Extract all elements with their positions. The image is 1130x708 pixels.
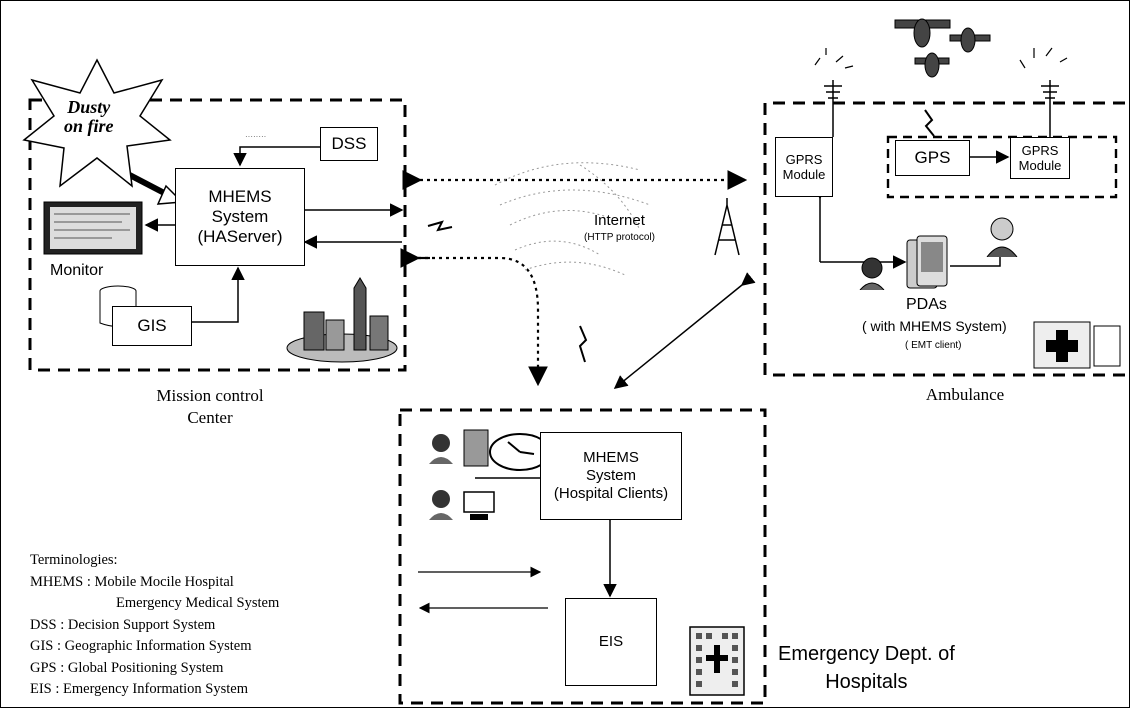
- signal-sparks: [814, 47, 1068, 69]
- eis-label: EIS: [598, 633, 624, 651]
- internet-protocol-label: (HTTP protocol): [584, 232, 655, 243]
- gps-box: GPS: [895, 140, 970, 176]
- gis-box: GIS: [112, 306, 192, 346]
- hospital-server-box: MHEMS System (Hospital Clients): [540, 432, 682, 520]
- hospital-staff-icon-1: [428, 432, 454, 464]
- term-abbr: MHEMS: [30, 573, 84, 590]
- term-def: Decision Support System: [67, 616, 216, 633]
- mission-server-line2: System: [211, 206, 269, 226]
- terminology-item: Emergency Medical System: [30, 593, 279, 615]
- gprs-module-left: GPRS Module: [775, 137, 833, 197]
- wireless-signal-mid: [578, 325, 588, 363]
- hospital-clock-terminal-icon: [462, 426, 552, 476]
- pda-subtitle: ( with MHEMS System): [862, 318, 1007, 334]
- patient-avatar-icon: [858, 256, 886, 291]
- city-icon: [284, 276, 400, 366]
- star-line-2: on fire: [64, 115, 114, 136]
- mission-caption: Mission control Center: [130, 385, 290, 429]
- terminology-item: DSS : Decision Support System: [30, 616, 216, 633]
- pda-title: PDAs: [906, 296, 947, 313]
- hospital-server-line3: (Hospital Clients): [553, 484, 669, 502]
- antenna-right: [1041, 80, 1059, 137]
- mission-caption-line1: Mission control: [156, 386, 264, 405]
- antenna-left: [824, 80, 842, 137]
- mission-control-region: [28, 98, 407, 372]
- hospital-caption-line1: Emergency Dept. of: [778, 643, 955, 665]
- internet-label: Internet: [594, 212, 645, 229]
- term-def: Global Positioning System: [67, 659, 224, 676]
- dss-link-note: ········: [245, 132, 267, 141]
- dss-label: DSS: [331, 133, 367, 153]
- incident-star-badge: Dusty on fire: [22, 58, 172, 188]
- gprs-right-line2: Module: [1018, 158, 1062, 173]
- radio-tower-icon: [714, 198, 740, 256]
- hospital-caption: Emergency Dept. of Hospitals: [778, 640, 955, 696]
- ambulance-caption: Ambulance: [925, 385, 1005, 404]
- internet-link-mid: [418, 256, 548, 387]
- gps-label: GPS: [914, 147, 951, 167]
- term-def: Emergency Information System: [63, 681, 248, 697]
- wireless-signal-left: [427, 220, 453, 232]
- ambulance-vehicle-icon: [1030, 318, 1125, 373]
- hospital-server-line2: System: [585, 467, 636, 485]
- monitor-icon: [42, 200, 144, 260]
- mission-caption-line2: Center: [187, 408, 233, 427]
- hospital-computer-icon: [462, 490, 496, 522]
- gis-to-server-line: [192, 266, 245, 323]
- hospital-server-line1: MHEMS: [583, 449, 639, 467]
- term-abbr: GIS: [30, 638, 54, 654]
- terminology-item: GIS : Geographic Information System: [30, 638, 252, 654]
- gps-subregion: [886, 135, 1118, 199]
- dss-to-server-line: [233, 146, 320, 167]
- emt-to-pda-line: [950, 257, 1001, 267]
- hospital-staff-icon-2: [428, 488, 454, 520]
- term-abbr: GPS: [30, 659, 57, 676]
- gprs-right-line1: GPRS: [1021, 142, 1059, 158]
- term-def: Emergency Medical System: [116, 595, 280, 611]
- terminology-item: MHEMS : Mobile Mocile Hospital: [30, 573, 234, 590]
- wireless-signal-gps: [924, 109, 935, 137]
- term-def: Geographic Information System: [64, 638, 252, 654]
- satellite-icons: [894, 18, 991, 78]
- internet-cloud: [494, 162, 651, 276]
- ambulance-to-hospital-link: [613, 272, 756, 389]
- gprs-left-line2: Module: [782, 167, 826, 182]
- hospital-region: [398, 408, 767, 705]
- gprs-left-line1: GPRS: [785, 151, 823, 167]
- terminology-title: Terminologies:: [30, 552, 118, 568]
- term-abbr: EIS: [30, 681, 52, 697]
- emt-avatar-icon: [985, 215, 1019, 258]
- hospital-caption-line2: Hospitals: [825, 671, 908, 693]
- mission-server-line3: (HAServer): [197, 227, 283, 247]
- pda-icon: [905, 234, 951, 292]
- term-abbr: DSS: [30, 616, 57, 633]
- eis-box: EIS: [565, 598, 657, 686]
- hospital-building-icon: [688, 625, 746, 697]
- dss-box: DSS: [320, 127, 378, 161]
- mission-server-box: MHEMS System (HAServer): [175, 168, 305, 266]
- monitor-label: Monitor: [50, 262, 104, 279]
- pda-role: ( EMT client): [905, 340, 962, 351]
- mission-server-line1: MHEMS: [208, 186, 272, 206]
- star-line-1: Dusty: [67, 97, 111, 117]
- gprs-module-right: GPRS Module: [1010, 137, 1070, 179]
- terminology-item: EIS : Emergency Information System: [30, 681, 248, 697]
- ambulance-region: [763, 101, 1125, 377]
- gis-label: GIS: [137, 315, 167, 335]
- term-def: Mobile Mocile Hospital: [94, 573, 234, 590]
- terminology-list: Terminologies: MHEMS : Mobile Mocile Hos…: [30, 550, 279, 701]
- terminology-item: GPS : Global Positioning System: [30, 659, 224, 676]
